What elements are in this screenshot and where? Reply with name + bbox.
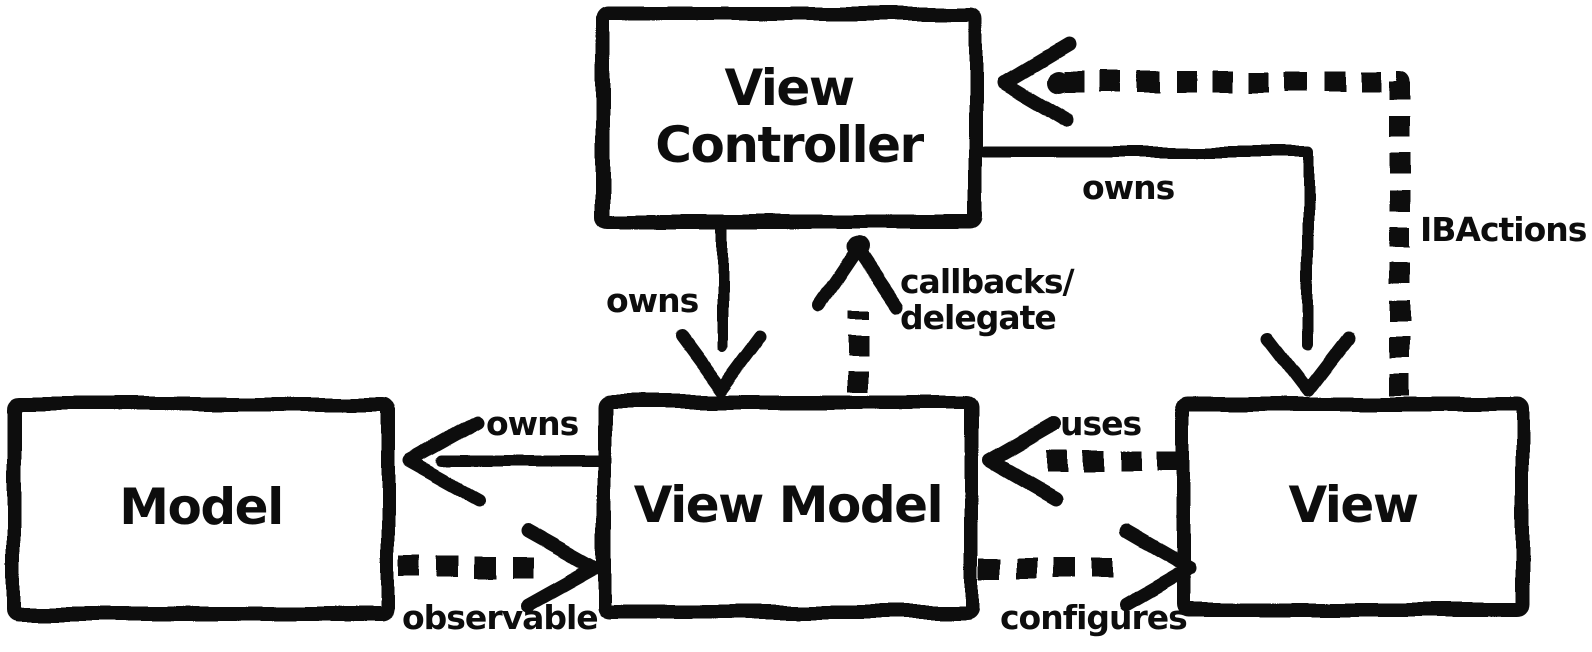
model-box-label: Model bbox=[119, 478, 284, 537]
arrow-model-observable-viewmodel bbox=[400, 523, 601, 611]
arrow-viewmodel-owns-model bbox=[403, 416, 606, 506]
box-model bbox=[7, 397, 395, 621]
arrow-viewcontroller-owns-view bbox=[978, 146, 1355, 397]
edge-label-ibactions: IBActions bbox=[1420, 210, 1587, 249]
arrow-view-uses-viewmodel bbox=[983, 417, 1178, 505]
arrow-viewcontroller-owns-viewmodel bbox=[675, 220, 769, 397]
edge-label-uses: uses bbox=[1060, 404, 1142, 443]
view-model-box-label: View Model bbox=[633, 476, 944, 535]
arrow-viewmodel-callbacks-viewcontroller bbox=[813, 236, 903, 392]
box-view-controller bbox=[596, 7, 982, 229]
edge-label-observable: observable bbox=[402, 598, 599, 637]
view-controller-box-label: View Controller bbox=[655, 58, 924, 174]
arrow-viewmodel-configures-view bbox=[980, 524, 1197, 612]
edge-label-owns-viewcontroller-viewmodel: owns bbox=[606, 281, 699, 320]
edge-label-owns-viewcontroller-view: owns bbox=[1082, 168, 1175, 207]
edge-label-owns-viewmodel-model: owns bbox=[486, 404, 579, 443]
box-view bbox=[1177, 397, 1529, 617]
view-box-label: View bbox=[1288, 476, 1419, 535]
box-view-model bbox=[597, 395, 979, 619]
edge-label-callbacks-delegate: callbacks/ delegate bbox=[900, 262, 1075, 337]
edge-label-configures: configures bbox=[1000, 598, 1188, 637]
arrow-view-ibactions-viewcontroller bbox=[997, 37, 1411, 396]
